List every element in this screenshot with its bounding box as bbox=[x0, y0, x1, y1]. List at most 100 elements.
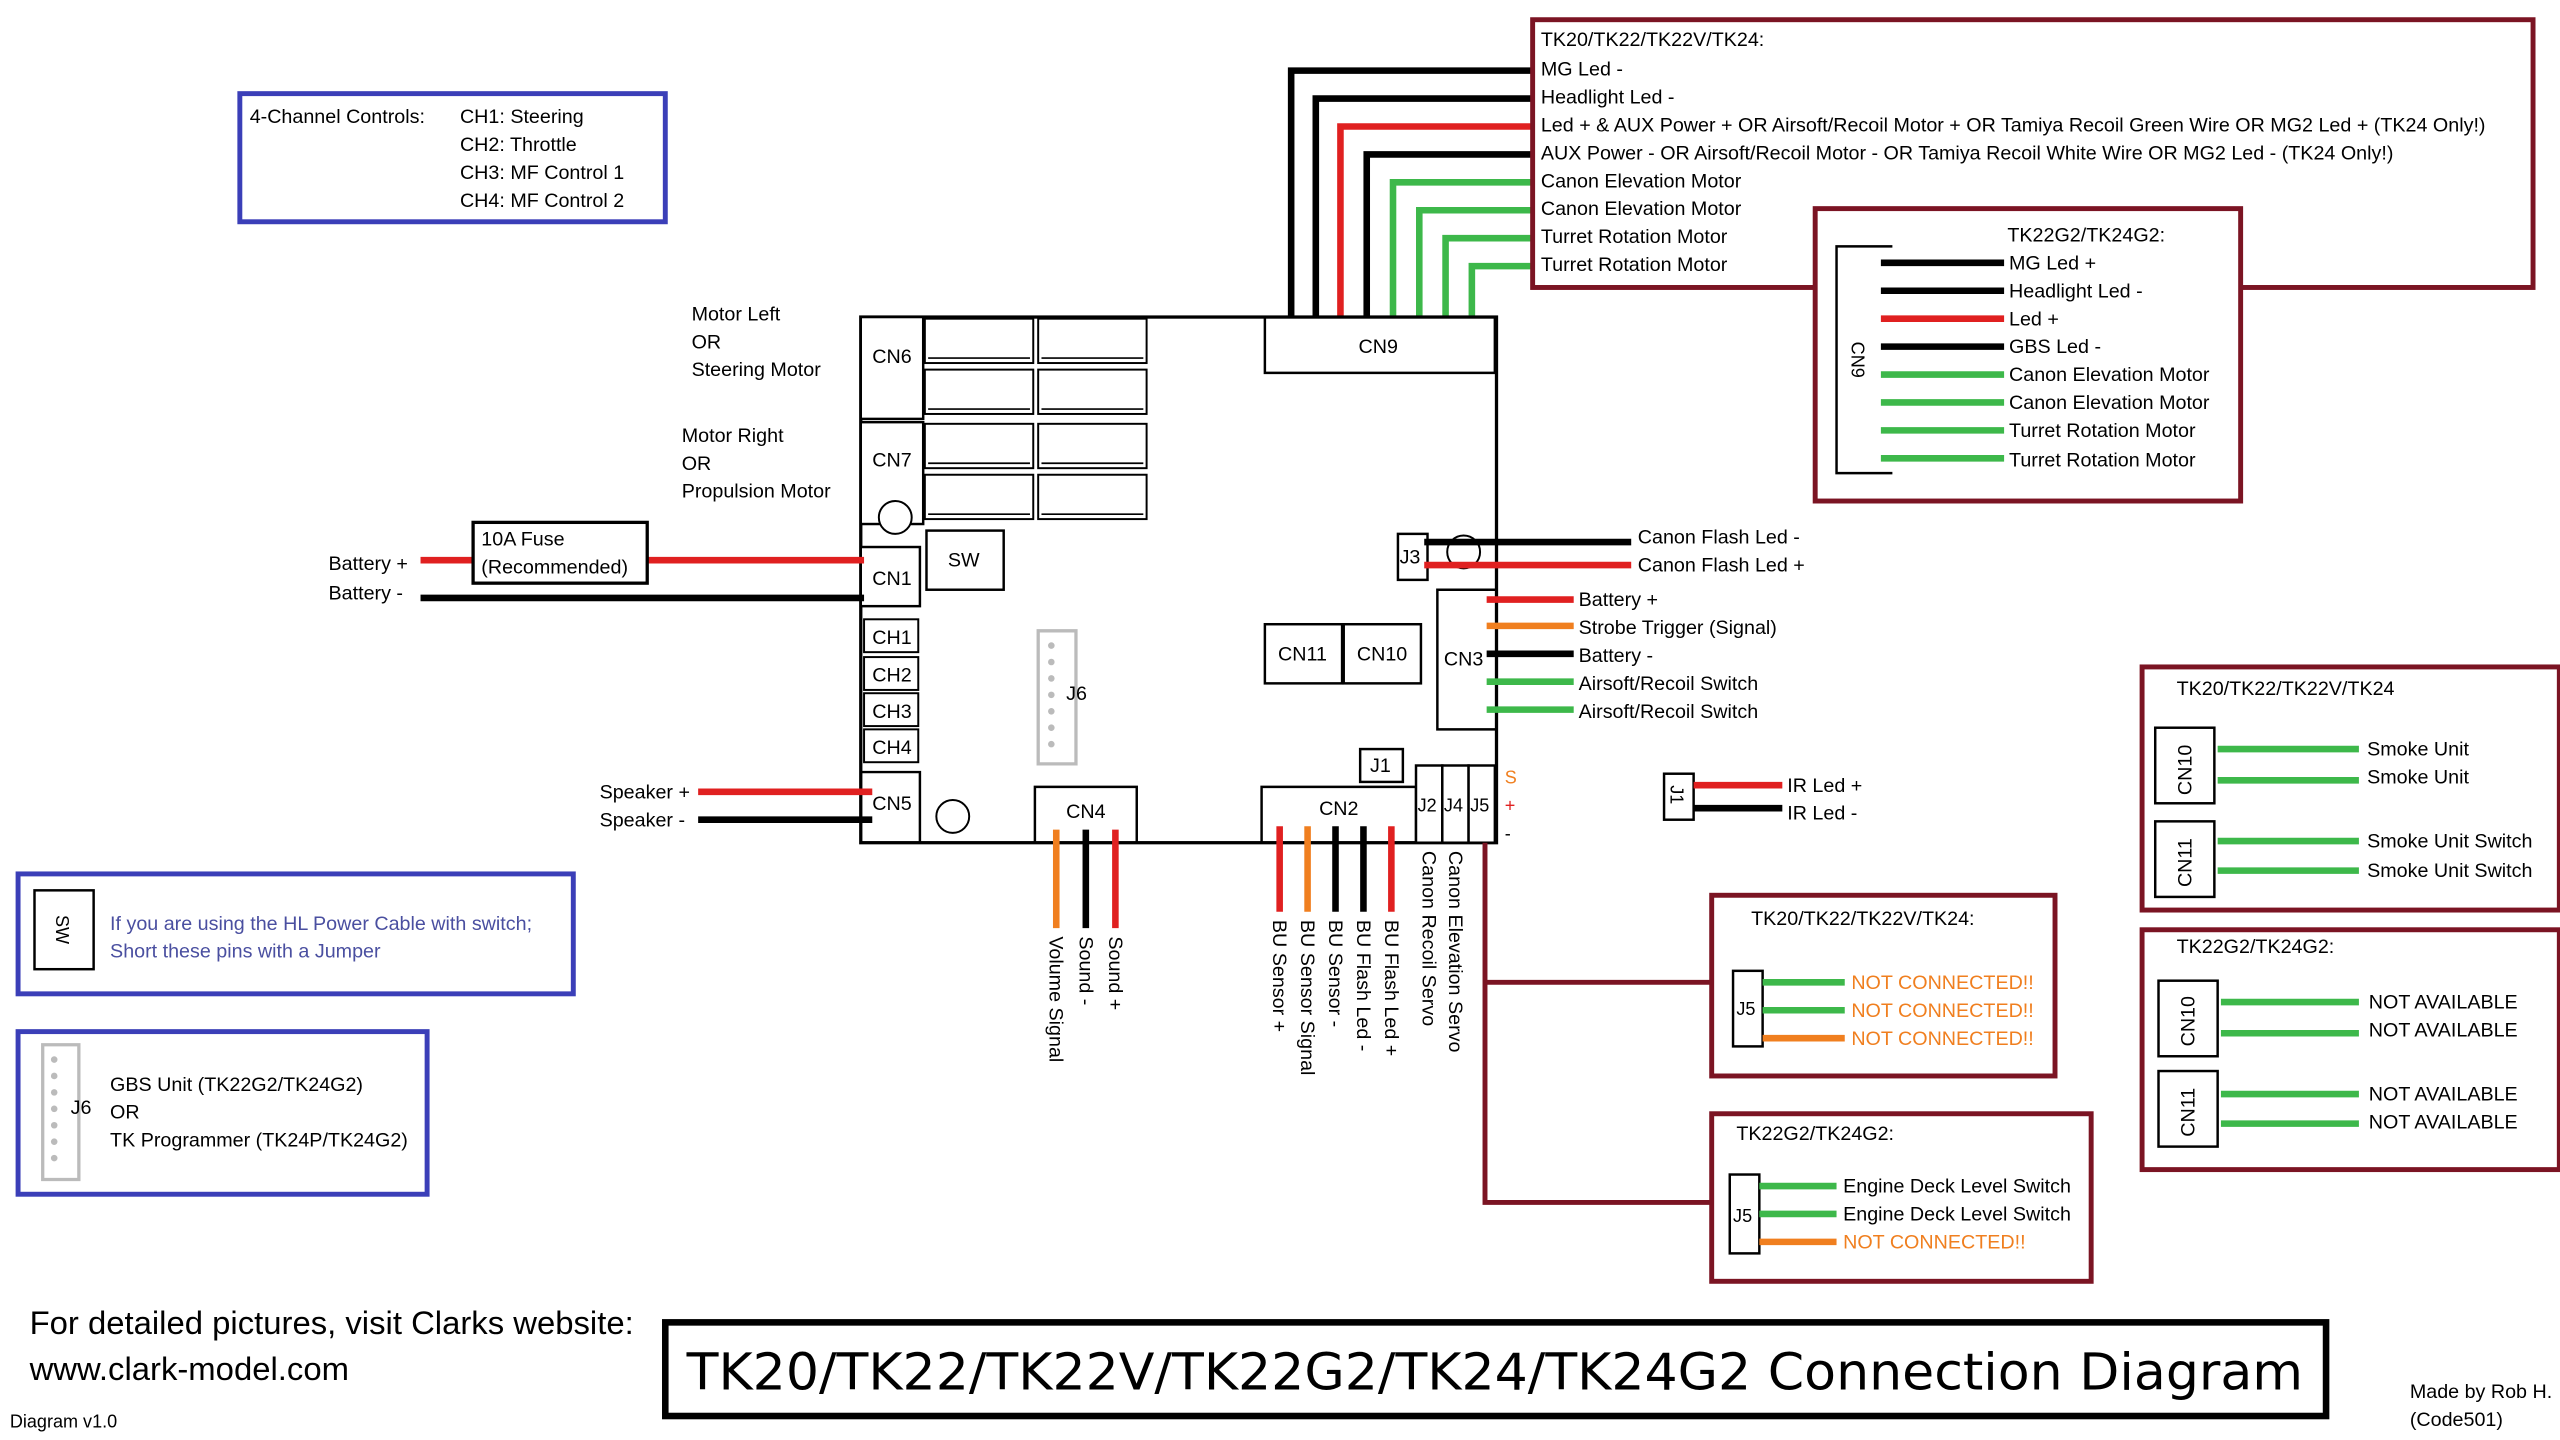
cn3-label: CN3 bbox=[1444, 648, 1483, 670]
cn1-connector bbox=[859, 545, 922, 608]
sound-plus-label: Sound + bbox=[1104, 936, 1126, 1010]
g2-cn9-connector bbox=[1835, 245, 1893, 475]
ch1-label: CH1 bbox=[872, 627, 911, 649]
servo-headers bbox=[1414, 764, 1497, 844]
battery-plus-label: Battery + bbox=[329, 553, 408, 575]
smoke-g2-cn10-label: CN10 bbox=[2178, 996, 2200, 1046]
sw-note-box bbox=[15, 871, 576, 997]
g2-line-6: Canon Elevation Motor bbox=[2009, 392, 2210, 414]
sound-minus-label: Sound - bbox=[1074, 936, 1096, 1005]
main-title-box bbox=[662, 1319, 2330, 1420]
strobe-trigger-label: Strobe Trigger (Signal) bbox=[1579, 617, 1777, 639]
j6-note-connector-label: J6 bbox=[71, 1097, 92, 1119]
mount-hole bbox=[935, 799, 971, 834]
ch3-label: CH3 bbox=[872, 701, 911, 723]
smoke-line-3: Smoke Unit Switch bbox=[2367, 831, 2532, 853]
smoke-g2-line-4: NOT AVAILABLE bbox=[2369, 1112, 2518, 1134]
motor-right-or: OR bbox=[682, 453, 712, 475]
g2-cn9-pinout-box bbox=[1812, 206, 2244, 504]
cn9-wires bbox=[1287, 67, 1533, 322]
sw-note-line-1: If you are using the HL Power Cable with… bbox=[110, 913, 532, 935]
j6-label: J6 bbox=[1066, 683, 1087, 705]
j6-note-box bbox=[15, 1029, 430, 1197]
cn3-battery-plus-label: Battery + bbox=[1579, 589, 1658, 611]
smoke-g2-pinout-box bbox=[2139, 927, 2560, 1173]
battery-minus-label: Battery - bbox=[329, 583, 403, 605]
g2-cn9-connector-label: CN9 bbox=[1847, 342, 1867, 378]
control-ch2: CH2: Throttle bbox=[460, 134, 577, 156]
j1-label: J1 bbox=[1370, 755, 1391, 777]
j5-g2-line-1: Engine Deck Level Switch bbox=[1843, 1176, 2071, 1198]
cn7-label: CN7 bbox=[872, 450, 911, 472]
smoke-box-title: TK20/TK22/TK22V/TK24 bbox=[2177, 678, 2395, 700]
control-ch3: CH3: MF Control 1 bbox=[460, 162, 624, 184]
canon-flash-led-plus-label: Canon Flash Led + bbox=[1638, 555, 1805, 577]
j5-line-3: NOT CONNECTED!! bbox=[1851, 1028, 2033, 1050]
controls-box bbox=[237, 91, 668, 225]
canon-recoil-servo-label: Canon Recoil Servo bbox=[1418, 851, 1440, 1026]
mount-hole bbox=[877, 500, 913, 535]
motor-left-steering: Steering Motor bbox=[692, 359, 822, 381]
smoke-g2-line-1: NOT AVAILABLE bbox=[2369, 992, 2518, 1014]
speaker-plus-label: Speaker + bbox=[600, 781, 690, 803]
g2-line-3: Led + bbox=[2009, 308, 2059, 330]
canon-elevation-servo-label: Canon Elevation Servo bbox=[1444, 851, 1466, 1053]
cn2-label: CN2 bbox=[1319, 798, 1358, 820]
j5-label: J5 bbox=[1470, 795, 1489, 815]
credit-handle: (Code501) bbox=[2410, 1409, 2503, 1431]
j2-label: J2 bbox=[1418, 795, 1437, 815]
cn11-label: CN11 bbox=[1278, 643, 1327, 665]
cn9-box-title: TK20/TK22/TK22V/TK24: bbox=[1541, 29, 1764, 51]
smoke-g2-line-3: NOT AVAILABLE bbox=[2369, 1084, 2518, 1106]
bu-flash-led-plus-label: BU Flash Led + bbox=[1380, 920, 1402, 1056]
sw-jumper bbox=[925, 529, 1005, 591]
j5-line-2: NOT CONNECTED!! bbox=[1851, 1000, 2033, 1022]
j5-g2-box-title: TK22G2/TK24G2: bbox=[1736, 1123, 1894, 1145]
g2-line-7: Turret Rotation Motor bbox=[2009, 420, 2196, 442]
plus-mark: + bbox=[1505, 795, 1516, 815]
cn4-label: CN4 bbox=[1066, 801, 1105, 823]
website-link[interactable]: www.clark-model.com bbox=[29, 1350, 349, 1387]
j6-note-line-1: GBS Unit (TK22G2/TK24G2) bbox=[110, 1074, 363, 1096]
ir-connector-label: J1 bbox=[1667, 785, 1687, 804]
controls-label: 4-Channel Controls: bbox=[250, 106, 425, 128]
ir-led-minus-label: IR Led - bbox=[1787, 803, 1857, 825]
sw-label: SW bbox=[948, 550, 980, 572]
cn9-line-7: Turret Rotation Motor bbox=[1541, 226, 1728, 248]
motor-left-or: OR bbox=[692, 331, 722, 353]
cn10-connector bbox=[1342, 622, 1423, 685]
smoke-cn11-connector bbox=[2153, 820, 2216, 899]
smoke-cn11-label: CN11 bbox=[2174, 838, 2196, 887]
cn3-battery-minus-label: Battery - bbox=[1579, 645, 1653, 667]
channel-inputs bbox=[863, 618, 920, 764]
cn5-connector bbox=[860, 770, 922, 843]
cn1-label: CN1 bbox=[872, 568, 911, 590]
smoke-g2-cn11-connector bbox=[2157, 1069, 2219, 1148]
smoke-pinout-box bbox=[2139, 664, 2560, 913]
airsoft-switch-label-2: Airsoft/Recoil Switch bbox=[1579, 701, 1759, 723]
j5-g2-pinout-box bbox=[1709, 1111, 2094, 1284]
smoke-line-4: Smoke Unit Switch bbox=[2367, 860, 2532, 882]
j5-line-1: NOT CONNECTED!! bbox=[1851, 972, 2033, 994]
cn4-connector bbox=[1033, 785, 1138, 843]
smoke-cn10-connector bbox=[2153, 726, 2216, 805]
speaker-minus-label: Speaker - bbox=[600, 809, 685, 831]
bu-sensor-minus-label: BU Sensor - bbox=[1324, 920, 1346, 1027]
ir-connector bbox=[1662, 772, 1695, 821]
cn3-connector bbox=[1436, 588, 1497, 731]
ch2-label: CH2 bbox=[872, 665, 911, 687]
cn9-line-5: Canon Elevation Motor bbox=[1541, 170, 1742, 192]
main-title: TK20/TK22/TK22V/TK22G2/TK24/TK24G2 Conne… bbox=[686, 1344, 2303, 1403]
g2-line-1: MG Led + bbox=[2009, 252, 2096, 274]
sw-note-connector bbox=[33, 889, 95, 971]
cn9-line-6: Canon Elevation Motor bbox=[1541, 198, 1742, 220]
website-line-1: For detailed pictures, visit Clarks webs… bbox=[30, 1304, 634, 1341]
j3-connector bbox=[1396, 532, 1429, 582]
minus-mark: - bbox=[1505, 823, 1511, 843]
motor-right-propulsion: Propulsion Motor bbox=[682, 481, 831, 503]
cn6-connector bbox=[859, 315, 925, 421]
sw-note-line-2: Short these pins with a Jumper bbox=[110, 941, 381, 963]
j5-link-lines bbox=[1482, 842, 1714, 1205]
motor-right-label: Motor Right bbox=[682, 425, 784, 447]
